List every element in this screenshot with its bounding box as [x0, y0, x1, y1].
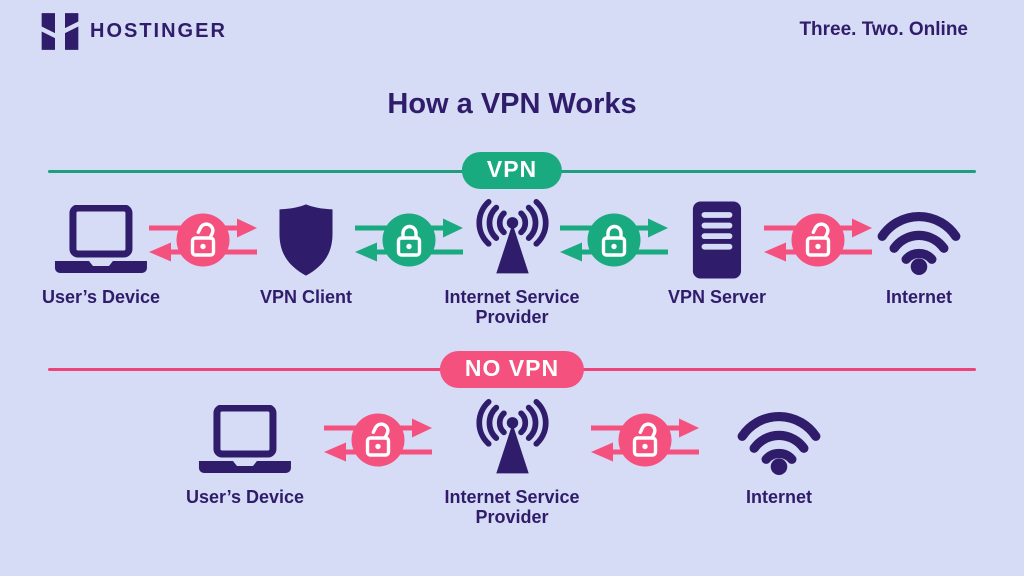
link-unlocked-traffic: [322, 403, 434, 477]
server-icon: [691, 198, 743, 282]
wifi-icon: [733, 398, 825, 482]
node-isp: Internet Service Provider: [430, 198, 595, 327]
laptop-icon: [195, 398, 295, 482]
link-unlocked-traffic: [589, 403, 701, 477]
node-vpn-server: VPN Server: [668, 198, 766, 307]
no-vpn-badge: NO VPN: [439, 351, 585, 388]
link-encrypted-traffic: [558, 203, 670, 277]
hostinger-logo: HOSTINGER: [40, 13, 227, 50]
lock-arrows-icon: [353, 203, 465, 277]
hostinger-logo-icon: [41, 13, 79, 50]
wifi-icon: [873, 198, 965, 282]
link-unlocked-traffic: [147, 203, 259, 277]
brand-name: HOSTINGER: [90, 20, 227, 42]
node-label: VPN Server: [667, 287, 767, 307]
antenna-icon: [464, 398, 560, 482]
node-label: Internet: [745, 487, 812, 507]
vpn-badge: VPN: [461, 152, 563, 189]
shield-icon: [274, 198, 338, 282]
node-users-device: User’s Device: [42, 198, 160, 307]
node-label: User’s Device: [41, 287, 161, 307]
node-users-device: User’s Device: [186, 398, 304, 507]
node-label: VPN Client: [259, 287, 353, 307]
brand-tagline: Three. Two. Online: [799, 19, 968, 40]
lock-arrows-icon: [589, 403, 701, 477]
lock-arrows-icon: [322, 403, 434, 477]
node-label: Internet: [885, 287, 952, 307]
lock-arrows-icon: [558, 203, 670, 277]
node-isp: Internet Service Provider: [430, 398, 595, 527]
laptop-icon: [51, 198, 151, 282]
page-title: How a VPN Works: [387, 88, 637, 120]
node-label: Internet Service Provider: [444, 487, 580, 528]
link-encrypted-traffic: [353, 203, 465, 277]
lock-arrows-icon: [147, 203, 259, 277]
node-label: Internet Service Provider: [444, 287, 580, 328]
antenna-icon: [464, 198, 560, 282]
node-vpn-client: VPN Client: [260, 198, 352, 307]
link-unlocked-traffic: [762, 203, 874, 277]
lock-arrows-icon: [762, 203, 874, 277]
node-internet: Internet: [873, 198, 965, 307]
node-label: User’s Device: [185, 487, 305, 507]
node-internet: Internet: [733, 398, 825, 507]
